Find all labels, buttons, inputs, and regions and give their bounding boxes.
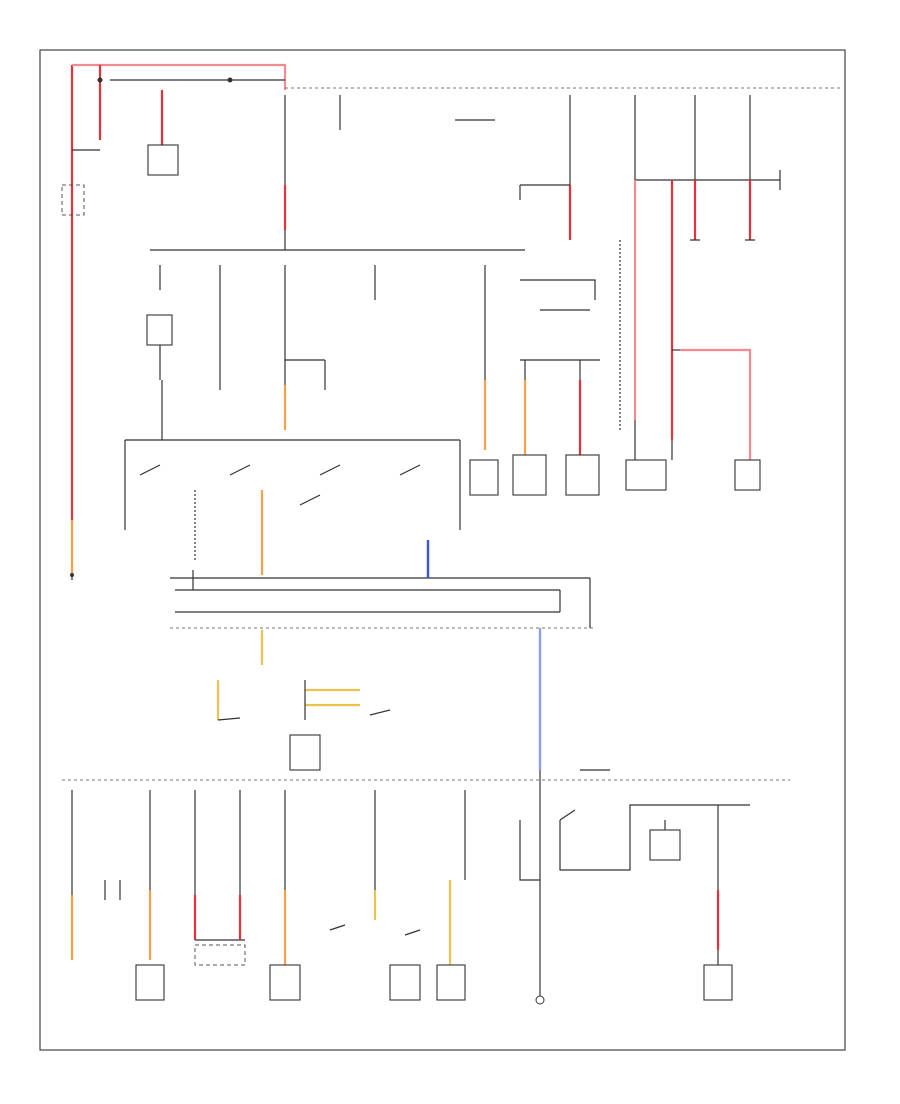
sensor-box-far-right: [734, 459, 761, 491]
ignition-switch-block: [124, 439, 600, 575]
relay-box-right: [625, 459, 667, 491]
second-fuse-bus: [146, 249, 600, 455]
small-module-box: [146, 314, 173, 346]
diagram-border: [39, 49, 846, 1051]
relay-box-c: [565, 454, 600, 496]
bottom-module-2: [269, 964, 301, 1001]
bottom-fuse-bus: [62, 769, 790, 1005]
fuse-block-top-left: [61, 184, 85, 216]
bottom-module-5: [649, 829, 681, 861]
generator-box: [147, 144, 179, 176]
control-module-mid: [289, 734, 321, 771]
mid-lower-components: [216, 680, 391, 771]
relay-box-a: [469, 459, 499, 496]
ground-point: [535, 995, 545, 1005]
bottom-fuse-pair: [194, 944, 246, 966]
relay-box-b: [512, 454, 547, 496]
body-control-module-bar: [170, 540, 595, 770]
battery-circuit: [61, 63, 287, 580]
bottom-module-4: [436, 964, 466, 1001]
red-circuit-right: [619, 180, 761, 491]
bottom-module-1: [135, 964, 165, 1001]
bottom-module-6: [703, 964, 733, 1001]
top-fuse-bus: [283, 87, 840, 250]
bottom-module-3: [389, 964, 421, 1001]
